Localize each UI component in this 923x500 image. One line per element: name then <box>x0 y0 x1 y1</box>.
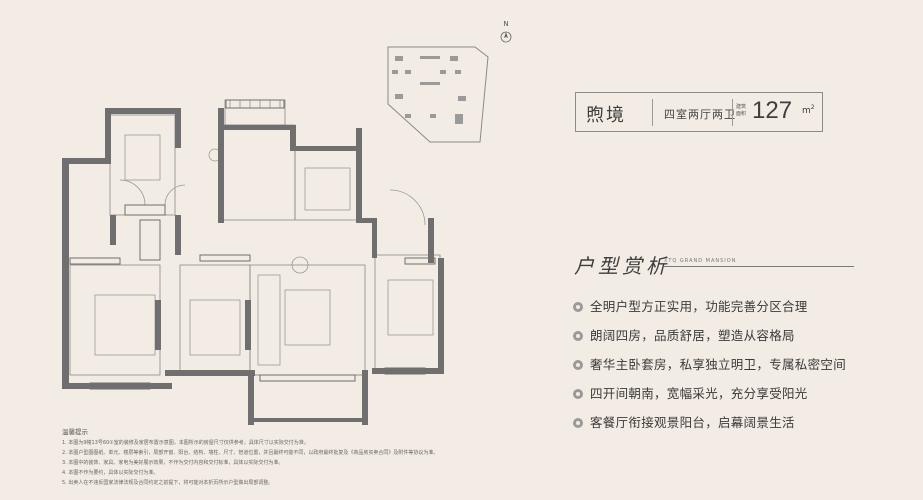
note-line: 2. 本图户型图图纸、单元、楼层等索引，局部开窗、阳台、结构、墙柱、尺寸、管道位… <box>62 450 439 456</box>
bullet-icon <box>573 331 583 341</box>
bullet-icon <box>573 418 583 428</box>
north-arrow: N <box>500 20 512 47</box>
note-line: 1. 本图为9幢13号60②室的装修及家居布置示意图，本图所示的房屋尺寸仅供参考… <box>62 440 309 446</box>
bullet-icon <box>573 302 583 312</box>
note-line: 3. 本图中的装饰、家具、家电为美好展示效果，不作为交付内容和交付标准，具体以实… <box>62 460 284 466</box>
feature-item: 全明户型方正实用，功能完善分区合理 <box>573 296 808 315</box>
heading-rule <box>664 266 854 267</box>
analysis-subheading: XTQ GRAND MANSION <box>664 258 737 264</box>
note-line: 4. 本图不作为要约，具体以实际交付为准。 <box>62 470 159 476</box>
floor-plan <box>62 99 444 425</box>
unit-title-box: 煦境 四室两厅两卫 建筑面积 127 m2 <box>575 92 823 132</box>
north-label: N <box>503 20 509 28</box>
area-label: 建筑面积 <box>736 104 747 117</box>
area-value: 127 <box>752 97 793 124</box>
feature-item: 客餐厅衔接观景阳台，启幕阔景生活 <box>573 412 795 431</box>
area-unit: m2 <box>802 104 815 116</box>
notes-title: 温馨提示 <box>62 428 88 436</box>
divider <box>652 99 653 126</box>
analysis-heading: 户型赏析 <box>574 254 670 278</box>
note-line: 5. 出卖人在不违反国家法律法规及合同约定之前提下，将可能对本折页所示户型做出局… <box>62 480 274 486</box>
divider <box>732 99 733 126</box>
feature-item: 奢华主卧套房，私享独立明卫，专属私密空间 <box>573 354 846 373</box>
bullet-icon <box>573 360 583 370</box>
site-key-map <box>387 46 489 143</box>
disclaimer-notes: 温馨提示 1. 本图为9幢13号60②室的装修及家居布置示意图，本图所示的房屋尺… <box>62 427 562 488</box>
unit-name: 煦境 <box>586 105 626 126</box>
feature-item: 朗阔四房，品质舒居，塑造从容格局 <box>573 325 795 344</box>
bullet-icon <box>573 389 583 399</box>
unit-type: 四室两厅两卫 <box>664 108 736 121</box>
feature-item: 四开间朝南，宽幅采光，充分享受阳光 <box>573 383 808 402</box>
compass-icon <box>500 31 512 43</box>
